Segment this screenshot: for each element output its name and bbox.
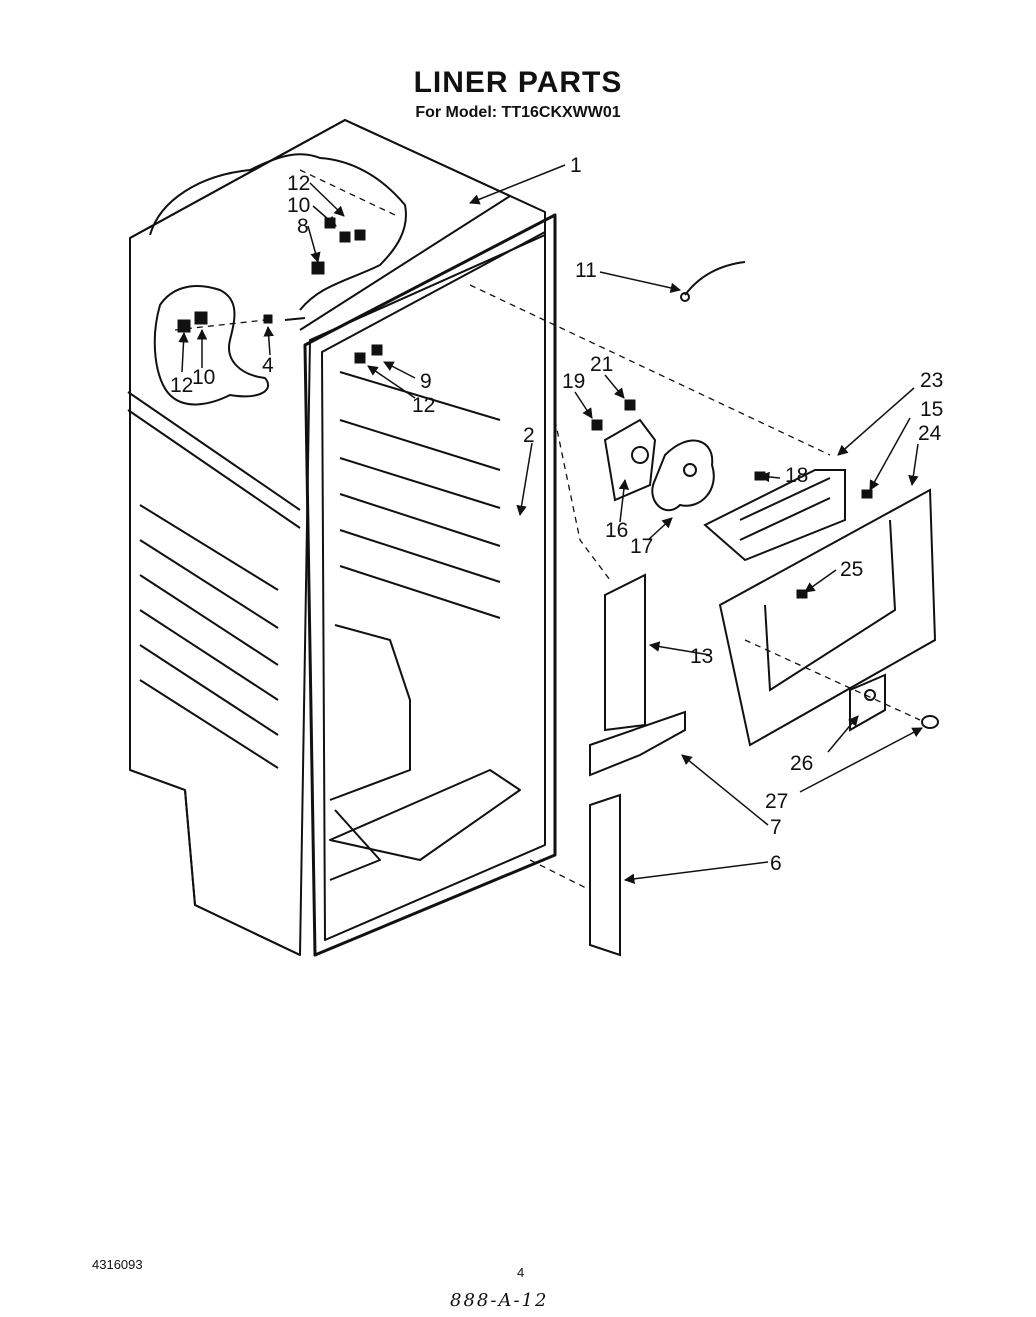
callout-6: 6 (770, 852, 782, 875)
callout-17: 17 (630, 535, 653, 558)
callout-12-mid: 12 (412, 394, 435, 417)
small-fasteners (177, 217, 873, 599)
callout-10-left: 10 (192, 366, 215, 389)
model-subtitle: For Model: TT16CKXWW01 (415, 104, 621, 121)
cabinet-liner (127, 119, 557, 957)
callout-12-top: 12 (287, 172, 310, 195)
handwritten-code: 888-A-12 (450, 1290, 549, 1311)
part-number: 4316093 (92, 1257, 143, 1272)
callout-16: 16 (605, 519, 628, 542)
callout-18: 18 (785, 464, 808, 487)
callout-26: 26 (790, 752, 813, 775)
page-title: LINER PARTS (413, 66, 623, 99)
fan-and-motor-assembly (603, 418, 715, 512)
page-number: 4 (517, 1265, 525, 1280)
callout-11: 11 (575, 259, 597, 282)
callout-12-left: 12 (170, 374, 193, 397)
callout-15: 15 (920, 398, 943, 421)
callout-1: 1 (570, 154, 582, 177)
callout-24: 24 (918, 422, 942, 445)
dashed-leader-lines (174, 169, 921, 891)
callout-2: 2 (523, 424, 535, 447)
callout-4: 4 (262, 354, 274, 377)
callout-23: 23 (920, 369, 943, 392)
callout-arrows (178, 164, 923, 885)
callout-27: 27 (765, 790, 788, 813)
callout-19: 19 (562, 370, 585, 393)
callout-8: 8 (297, 215, 309, 238)
callout-25: 25 (840, 558, 863, 581)
callout-9: 9 (420, 370, 432, 393)
callout-21: 21 (590, 353, 613, 376)
callout-7: 7 (770, 816, 782, 839)
callout-10-top: 10 (287, 194, 310, 217)
callout-labels: 1 12 10 8 11 21 4 19 12 10 9 12 23 15 24… (170, 154, 943, 875)
callout-13: 13 (690, 645, 713, 668)
